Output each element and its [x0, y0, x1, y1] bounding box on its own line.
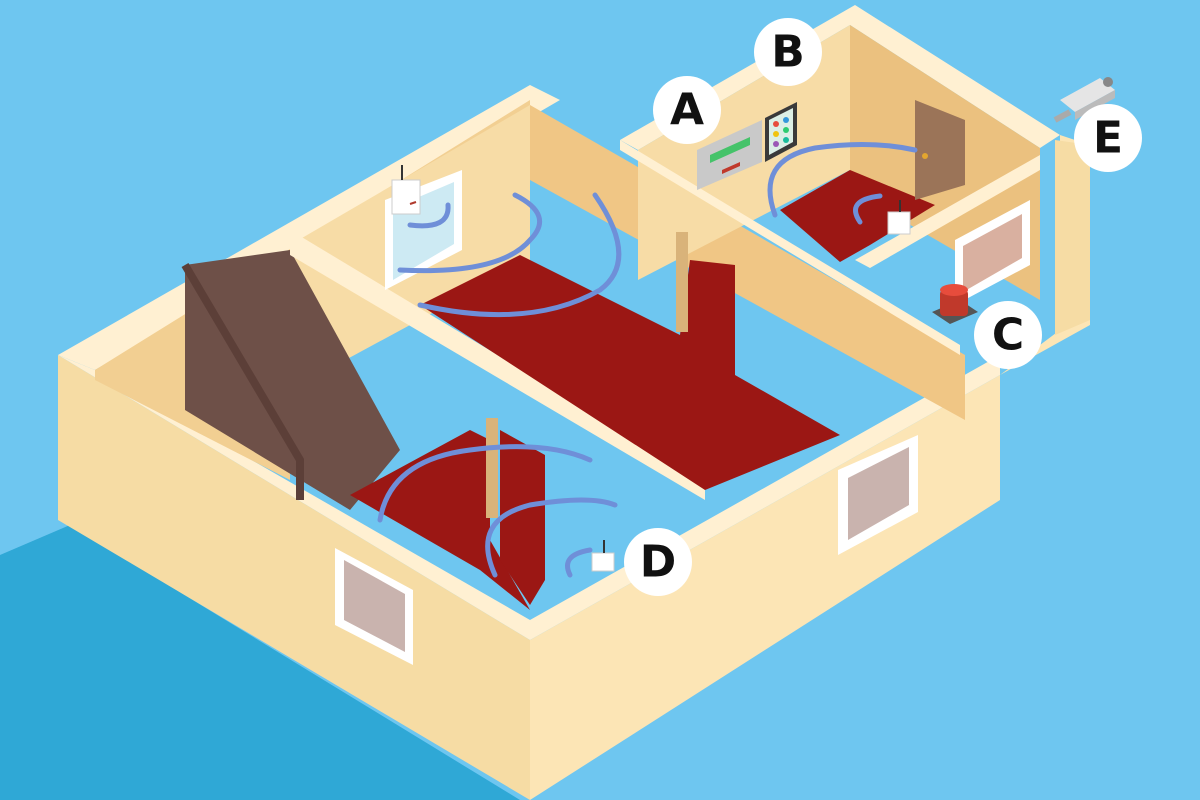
security-camera-icon	[1053, 77, 1115, 123]
wave-arc	[767, 141, 918, 218]
label-b-text: B	[771, 27, 805, 78]
annex-wall-far	[1055, 140, 1090, 335]
hallway-carpet-left-2	[500, 430, 545, 605]
wave-arc	[853, 193, 883, 225]
touch-keypad-icon	[765, 102, 797, 162]
label-b: B	[754, 18, 822, 86]
wireless-sensor-icon	[391, 165, 421, 215]
annex-window-glass	[963, 214, 1022, 292]
wave-arc	[417, 192, 622, 318]
label-c-text: C	[992, 310, 1024, 361]
annex-door	[915, 100, 965, 200]
outer-window-left-glass	[344, 560, 405, 652]
stair-rail	[181, 262, 304, 500]
label-a-text: A	[670, 85, 704, 136]
wall-top-front	[58, 355, 530, 640]
door-knob	[922, 153, 928, 159]
door-post-main	[676, 232, 688, 332]
label-d: D	[624, 528, 692, 596]
wave-arc	[407, 202, 451, 229]
outer-window-right-glass	[848, 447, 909, 540]
siren-light-icon	[932, 284, 978, 324]
partition-wall-2	[620, 140, 960, 355]
staircase	[185, 250, 400, 510]
wave-arc	[565, 547, 593, 578]
ground-plane	[0, 525, 520, 800]
wireless-sensor-icon	[591, 540, 615, 572]
label-a: A	[653, 76, 721, 144]
control-panel-icon	[697, 120, 762, 190]
label-c: C	[974, 301, 1042, 369]
wave-arc	[397, 192, 542, 274]
door-post-left	[486, 418, 498, 518]
wireless-sensor-icon	[887, 200, 911, 235]
wall-top-left	[58, 85, 560, 370]
label-e: E	[1074, 104, 1142, 172]
wave-arc	[485, 497, 618, 578]
partition-wall-1	[290, 230, 705, 500]
outer-wall-left	[58, 355, 530, 800]
wave-arc	[377, 444, 593, 523]
partition-wall-3	[855, 155, 1040, 268]
label-d-text: D	[640, 537, 677, 588]
label-e-text: E	[1093, 113, 1123, 164]
hallway-carpet-left	[350, 430, 530, 610]
